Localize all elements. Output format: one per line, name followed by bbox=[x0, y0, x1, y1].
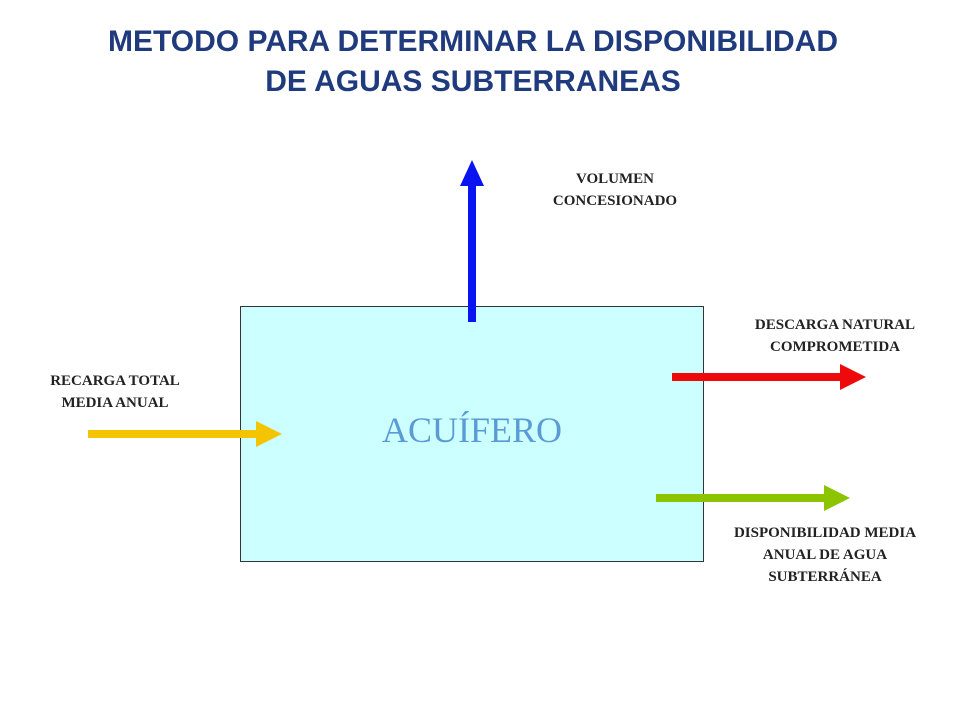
recarga-label: RECARGA TOTAL MEDIA ANUAL bbox=[10, 370, 220, 414]
volumen-label-line-2: CONCESIONADO bbox=[552, 193, 678, 209]
disponibilidad-label-line-3: SUBTERRÁNEA bbox=[768, 569, 882, 585]
recarga-arrow-head bbox=[256, 421, 282, 447]
page-title: METODO PARA DETERMINAR LA DISPONIBILIDAD… bbox=[0, 22, 946, 102]
title-line-1: METODO PARA DETERMINAR LA DISPONIBILIDAD bbox=[107, 25, 838, 58]
disponibilidad-arrow bbox=[656, 485, 850, 511]
volumen-label-line-1: VOLUMEN bbox=[575, 171, 655, 187]
descarga-arrow bbox=[672, 364, 866, 390]
aquifer-label: ACUÍFERO bbox=[381, 410, 563, 450]
volumen-arrow-head bbox=[460, 160, 484, 186]
descarga-label-line-2: COMPROMETIDA bbox=[770, 339, 900, 355]
disponibilidad-label-line-2: ANUAL DE AGUA bbox=[762, 547, 888, 563]
disponibilidad-label-line-1: DISPONIBILIDAD MEDIA bbox=[733, 525, 917, 541]
disponibilidad-label: DISPONIBILIDAD MEDIA ANUAL DE AGUA SUBTE… bbox=[700, 522, 950, 588]
title-line-2: DE AGUAS SUBTERRANEAS bbox=[265, 65, 681, 98]
recarga-label-line-2: MEDIA ANUAL bbox=[61, 395, 169, 411]
volumen-arrow bbox=[460, 160, 484, 322]
descarga-arrow-head bbox=[840, 364, 866, 390]
recarga-arrow bbox=[88, 421, 282, 447]
descarga-label: DESCARGA NATURAL COMPROMETIDA bbox=[720, 314, 950, 358]
descarga-label-line-1: DESCARGA NATURAL bbox=[754, 317, 916, 333]
aquifer-box bbox=[240, 306, 704, 562]
volumen-label: VOLUMEN CONCESIONADO bbox=[510, 168, 720, 212]
recarga-label-line-1: RECARGA TOTAL bbox=[50, 373, 180, 389]
disponibilidad-arrow-head bbox=[824, 485, 850, 511]
